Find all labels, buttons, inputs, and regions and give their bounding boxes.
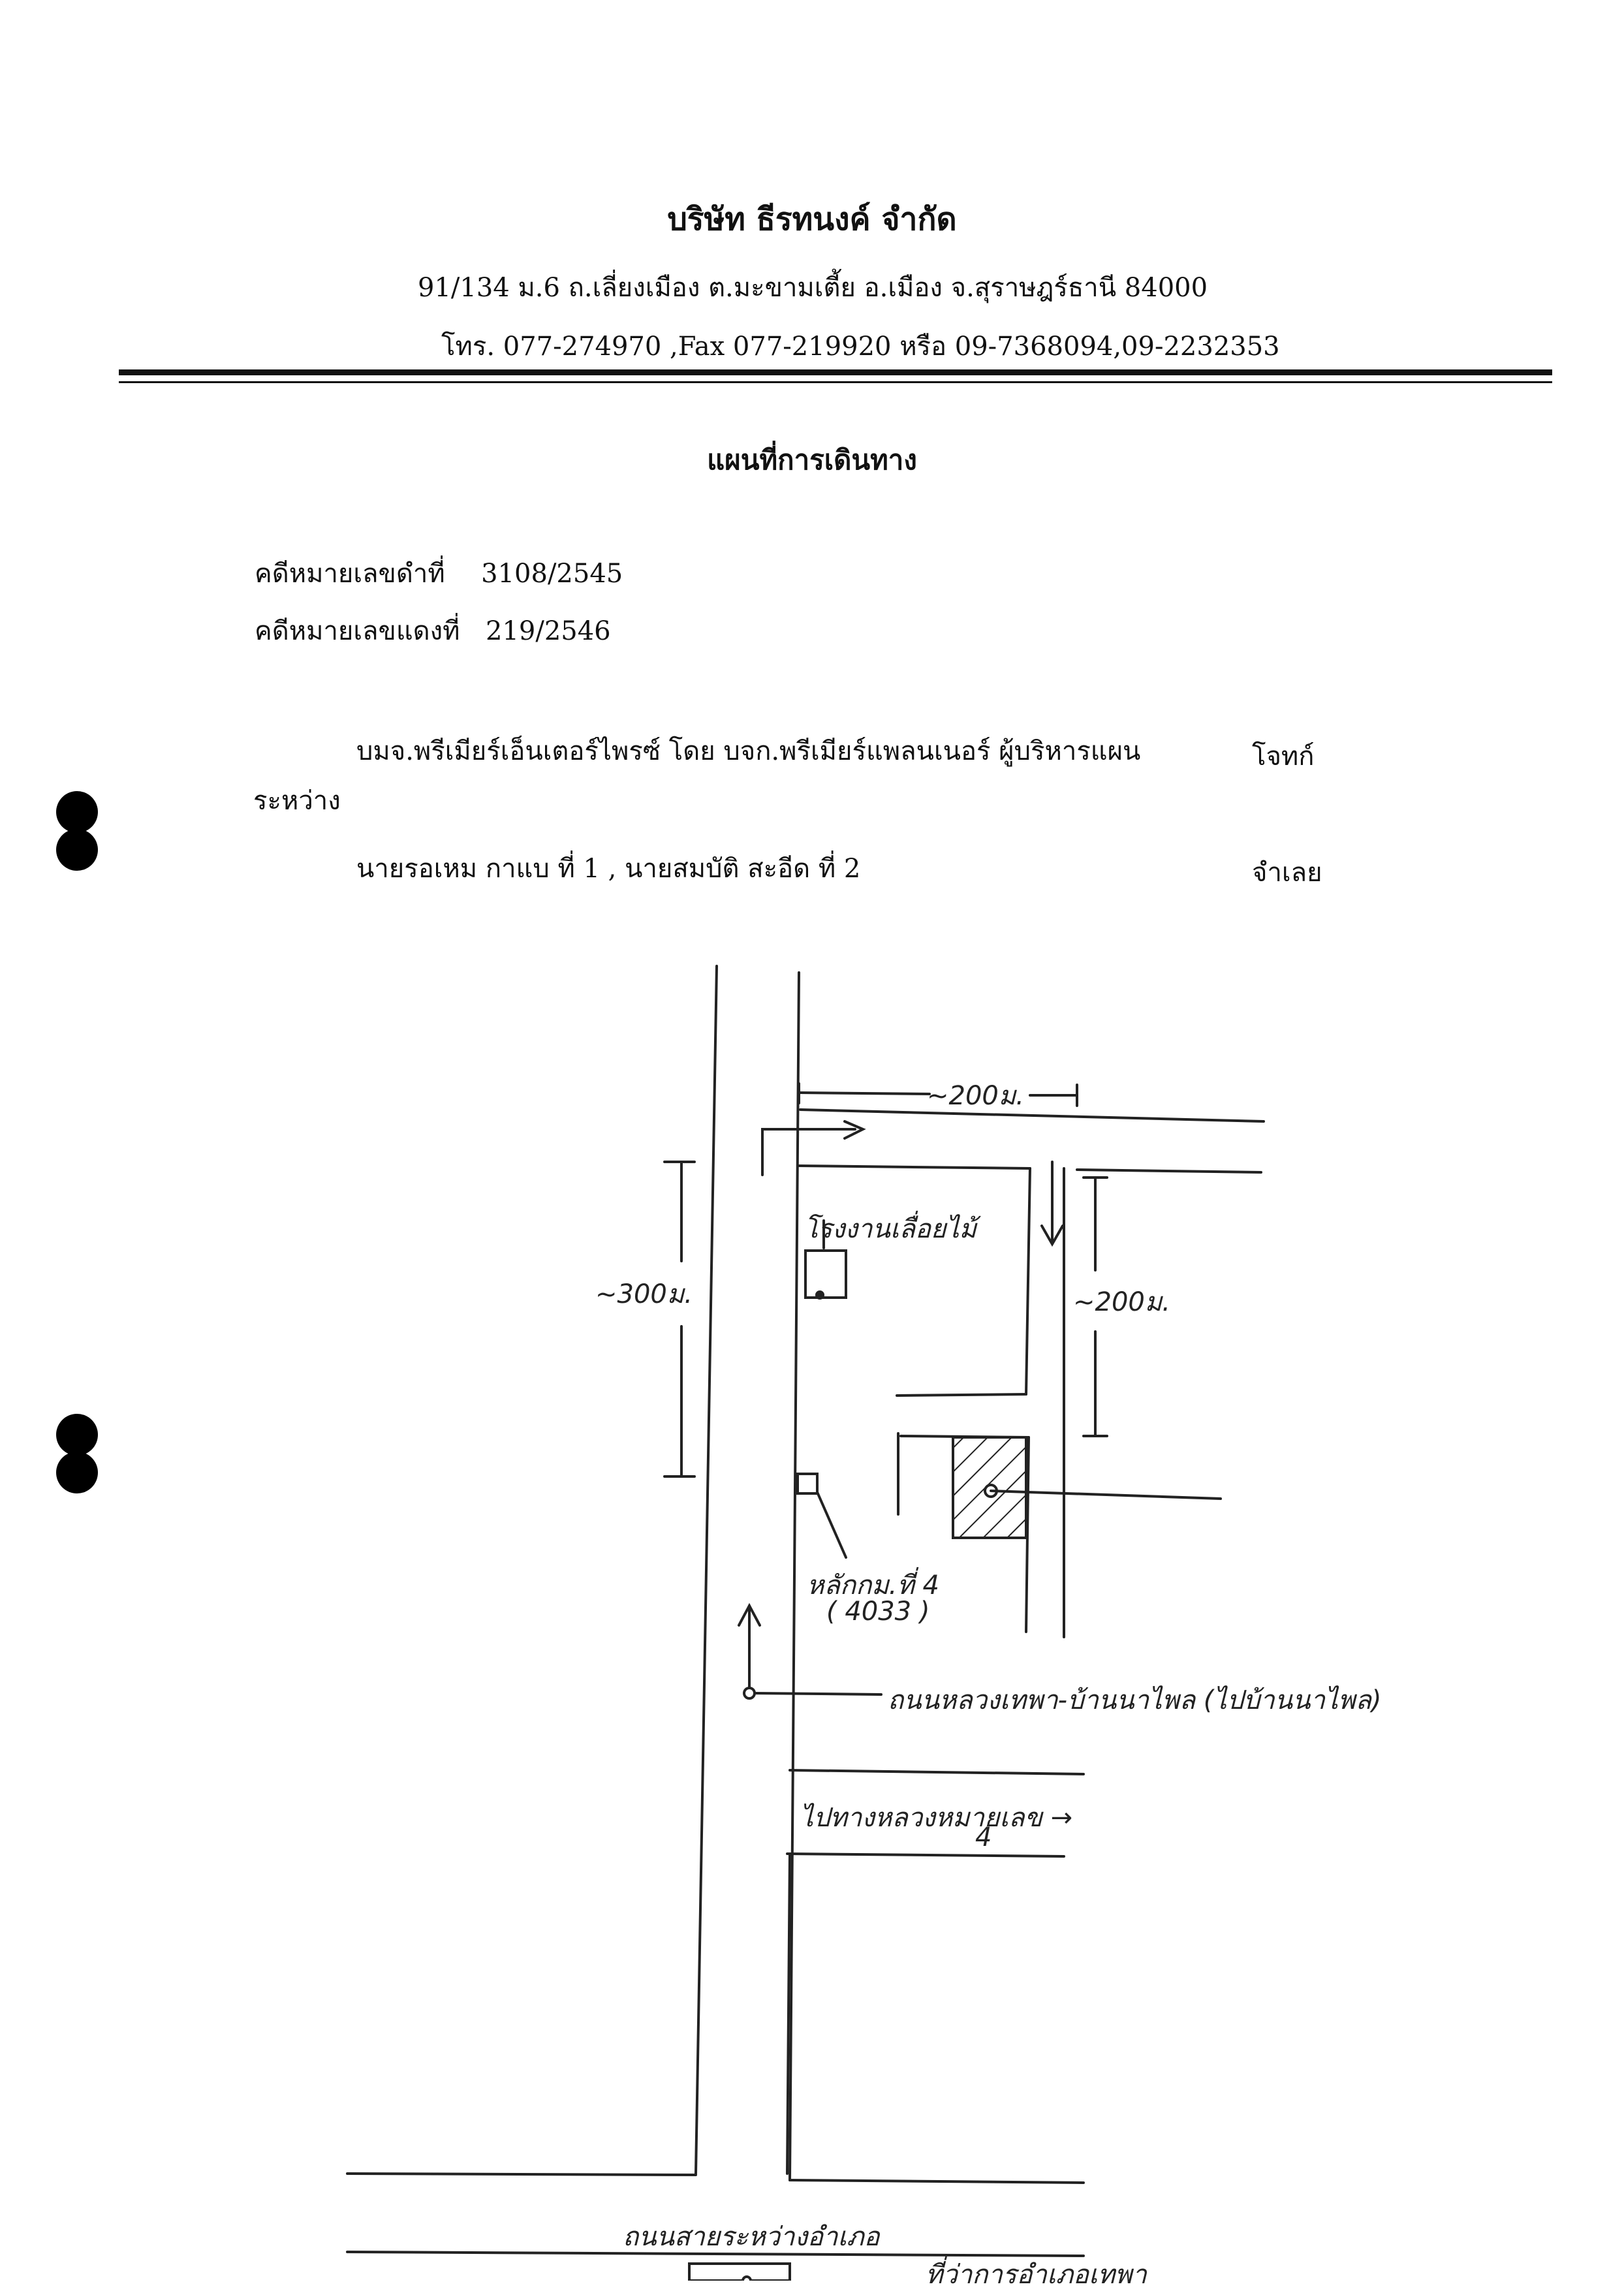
sawmill-marker bbox=[804, 1249, 847, 1299]
defendant-names: นายรอเหม กาแบ ที่ 1 , นายสมบัติ สะอีด ที… bbox=[356, 854, 861, 884]
sawmill-label: โรงงานเลื่อยไม้ bbox=[804, 1214, 976, 1244]
main-road-left-edge bbox=[695, 965, 718, 2175]
black-case-number: 3108/2545 bbox=[481, 559, 623, 589]
bottom-road-upper-left bbox=[346, 2172, 697, 2176]
binder-hole-bottom-lower bbox=[56, 1452, 98, 1493]
km-post-label: หลักกม.ที่ 4 bbox=[807, 1570, 939, 1600]
inner-road-top bbox=[798, 1164, 1031, 1170]
lower-branch-road-left bbox=[786, 1852, 791, 2175]
upper-branch-road-bottom bbox=[1076, 1168, 1262, 1174]
upper-branch-road-top bbox=[799, 1108, 1265, 1123]
red-case-label: คดีหมายเลขแดงที่ bbox=[255, 616, 460, 646]
land-plot-pointer bbox=[990, 1490, 1222, 1500]
black-case-label: คดีหมายเลขดำที่ bbox=[255, 559, 445, 589]
route-arrow-top bbox=[761, 1128, 856, 1176]
district-office-marker bbox=[688, 2262, 791, 2281]
highway-direction-text: ไปทางหลวงหมายเลข bbox=[800, 1803, 1042, 1833]
km-post-marker bbox=[796, 1473, 819, 1495]
red-case-number: 219/2546 bbox=[486, 616, 611, 646]
between-label: ระหว่าง bbox=[253, 786, 341, 816]
road-label-pointer bbox=[753, 1692, 882, 1696]
highway-number: 4 bbox=[975, 1822, 992, 1852]
plaintiff-role: โจทก์ bbox=[1252, 742, 1315, 772]
lower-branch-road-bottom bbox=[786, 1852, 1065, 1858]
header-divider bbox=[119, 369, 1552, 375]
binder-hole-bottom-upper bbox=[56, 1414, 98, 1456]
red-case-line: คดีหมายเลขแดงที่ 219/2546 bbox=[255, 610, 611, 651]
inner-road-bottom bbox=[896, 1393, 1027, 1397]
measure-top-left bbox=[798, 1091, 931, 1095]
main-road-right-edge bbox=[789, 971, 800, 2181]
defendant-role: จำเลย bbox=[1252, 858, 1322, 888]
plaintiff-name: บมจ.พรีเมียร์เอ็นเตอร์ไพรซ์ โดย บจก.พรีเ… bbox=[356, 736, 1141, 766]
company-address: 91/134 ม.6 ถ.เลี่ยงเมือง ต.มะขามเตี้ย อ.… bbox=[418, 273, 1208, 303]
document-title: แผนที่การเดินทาง bbox=[707, 444, 917, 476]
black-case-line: คดีหมายเลขดำที่ 3108/2545 bbox=[255, 552, 623, 594]
main-road-label: ถนนหลวงเทพา-บ้านนาไพล (ไปบ้านนาไพล) bbox=[888, 1685, 1382, 1715]
distance-left-label: ~300ม. bbox=[595, 1279, 693, 1309]
bottom-road-lower bbox=[346, 2251, 1085, 2257]
bottom-road-upper-right bbox=[789, 2179, 1085, 2184]
company-name: บริษัท ธีรทนงค์ จำกัด bbox=[667, 201, 957, 238]
highway-direction-label: ไปทางหลวงหมายเลข → bbox=[800, 1803, 1073, 1833]
company-phone: โทร. 077-274970 ,Fax 077-219920 หรือ 09-… bbox=[441, 332, 1280, 362]
binder-hole-top-lower bbox=[56, 829, 98, 871]
district-office-label: ที่ว่าการอำเภอเทพา bbox=[926, 2260, 1147, 2290]
km-post-number: ( 4033 ) bbox=[826, 1597, 930, 1627]
lower-branch-road-top bbox=[789, 1769, 1085, 1775]
binder-hole-top-upper bbox=[56, 791, 98, 833]
bottom-road-label: ถนนสายระหว่างอำเภอ bbox=[623, 2222, 880, 2252]
inner-road-right bbox=[1025, 1167, 1031, 1396]
header-divider-thin bbox=[119, 381, 1552, 383]
distance-top-label: ~200ม. bbox=[927, 1081, 1024, 1111]
distance-right-label: ~200ม. bbox=[1073, 1287, 1170, 1317]
